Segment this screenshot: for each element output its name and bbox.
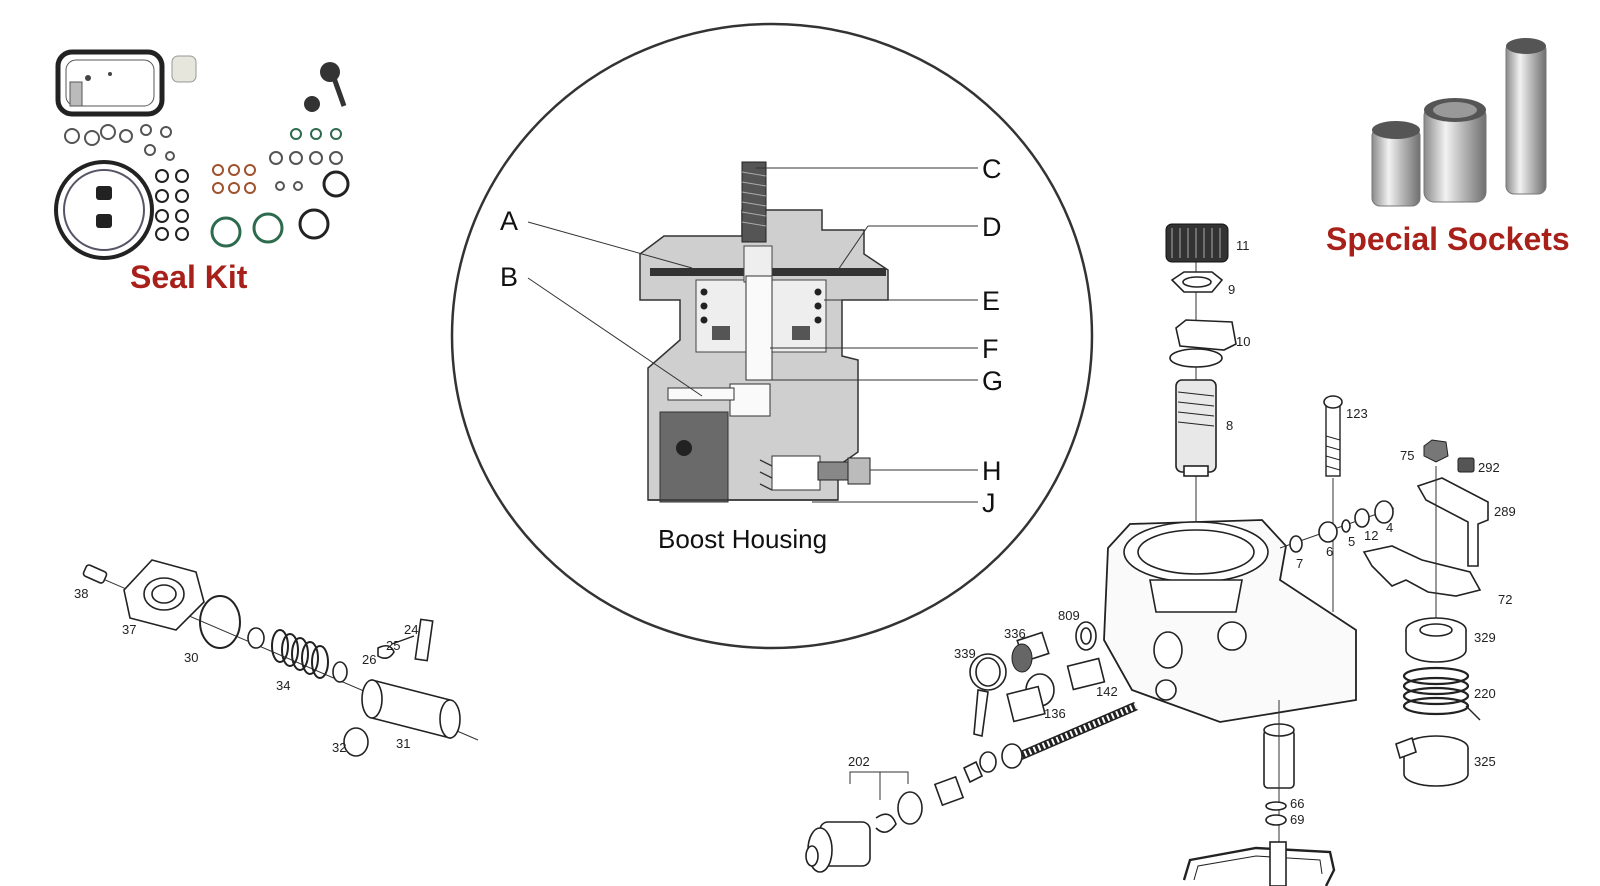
part-339: 339: [954, 646, 976, 661]
part-220: 220: [1474, 686, 1496, 701]
part-6: 6: [1326, 544, 1333, 559]
part-32: 32: [332, 740, 346, 755]
part-26: 26: [362, 652, 376, 667]
part-9: 9: [1228, 282, 1235, 297]
part-7: 7: [1296, 556, 1303, 571]
part-12: 12: [1364, 528, 1378, 543]
part-4: 4: [1386, 520, 1393, 535]
seal-kit-label: Seal Kit: [130, 259, 248, 295]
part-292: 292: [1478, 460, 1500, 475]
part-25: 25: [386, 638, 400, 653]
part-8: 8: [1226, 418, 1233, 433]
part-136: 136: [1044, 706, 1066, 721]
part-75: 75: [1400, 448, 1414, 463]
part-123: 123: [1346, 406, 1368, 421]
callout-g: G: [982, 366, 1003, 396]
part-329: 329: [1474, 630, 1496, 645]
part-336: 336: [1004, 626, 1026, 641]
right-exploded-assembly: 11 9 10 8 123 7 6 5 12 4 75 292 289 72 3…: [805, 223, 1516, 886]
boost-housing-diagram: A B C D E F G H J Boost Housing: [450, 22, 1094, 650]
part-142: 142: [1096, 684, 1118, 699]
callout-f: F: [982, 334, 999, 364]
boost-housing-caption: Boost Housing: [658, 524, 827, 554]
callout-a: A: [500, 206, 518, 236]
callout-e: E: [982, 286, 1000, 316]
part-31: 31: [396, 736, 410, 751]
part-66: 66: [1290, 796, 1304, 811]
part-11: 11: [1236, 238, 1250, 253]
part-69: 69: [1290, 812, 1304, 827]
part-30: 30: [184, 650, 198, 665]
part-37: 37: [122, 622, 136, 637]
part-38: 38: [74, 586, 88, 601]
callout-b: B: [500, 262, 518, 292]
callout-h: H: [982, 456, 1002, 486]
left-exploded-assembly: 38 37 30 34 26 25 24 32 31: [74, 559, 479, 757]
part-289: 289: [1494, 504, 1516, 519]
part-202: 202: [848, 754, 870, 769]
part-325: 325: [1474, 754, 1496, 769]
seal-kit-image: Seal Kit: [54, 49, 350, 295]
special-sockets-image: Special Sockets: [1326, 38, 1570, 257]
callout-c: C: [982, 154, 1002, 184]
part-5: 5: [1348, 534, 1355, 549]
part-809: 809: [1058, 608, 1080, 623]
part-10: 10: [1236, 334, 1250, 349]
callout-j: J: [982, 488, 996, 518]
part-24: 24: [404, 622, 418, 637]
callout-d: D: [982, 212, 1002, 242]
special-sockets-label: Special Sockets: [1326, 221, 1570, 257]
part-72: 72: [1498, 592, 1512, 607]
part-34: 34: [276, 678, 290, 693]
